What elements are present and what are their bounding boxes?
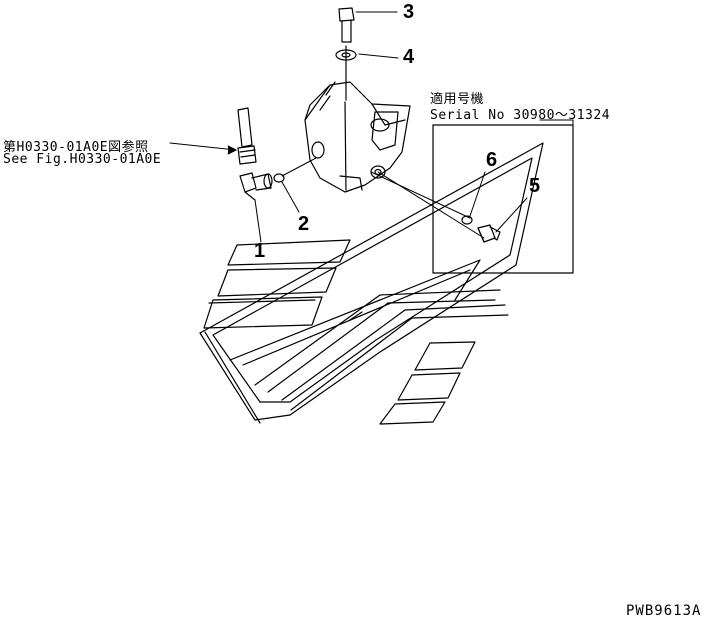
o-ring-part-2 — [273, 173, 285, 183]
hose-fitting — [237, 107, 257, 165]
serial-frame — [432, 124, 574, 274]
callout-5: 5 — [529, 175, 541, 197]
callout-1: 1 — [254, 240, 266, 262]
callout-2: 2 — [298, 213, 310, 235]
reference-note-jp: 第H0330-01A0E図参照 — [3, 140, 149, 155]
valve-block — [304, 81, 411, 193]
elbow-part-1 — [239, 172, 273, 201]
leader-lines — [169, 11, 574, 243]
serial-applicability-jp: 適用号機 — [430, 92, 485, 107]
callout-6: 6 — [486, 149, 498, 171]
drawing-code: PWB9613A — [626, 603, 702, 619]
washer-part-4 — [335, 49, 357, 61]
serial-applicability-en: Serial No 30980～31324 — [430, 108, 611, 123]
plug-part-5 — [477, 224, 501, 243]
callout-4: 4 — [403, 46, 415, 68]
o-ring-part-6 — [461, 215, 473, 225]
bolt-part-3 — [338, 7, 355, 101]
machine-frame — [199, 142, 544, 425]
callout-3: 3 — [403, 1, 415, 23]
reference-note-en: See Fig.H0330-01A0E — [3, 152, 162, 167]
